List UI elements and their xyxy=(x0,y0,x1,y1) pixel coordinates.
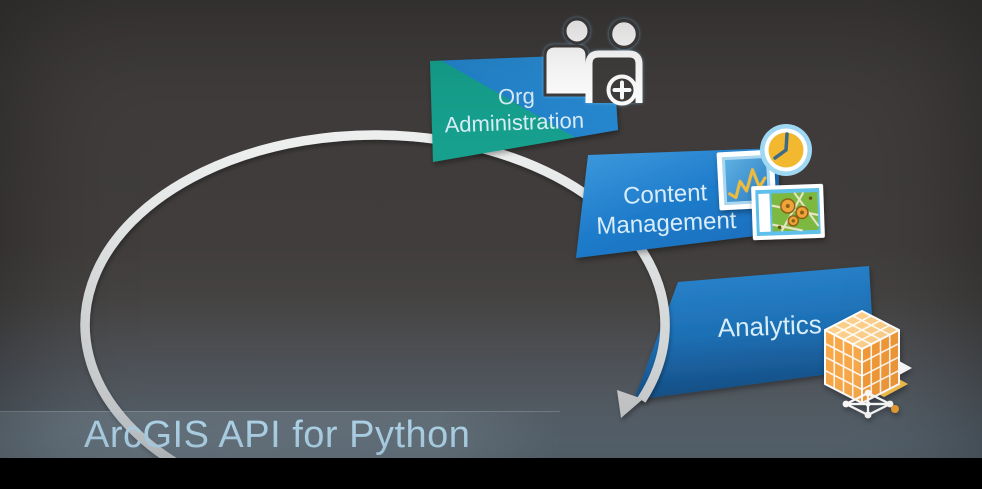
title-bar xyxy=(0,411,560,459)
content-label-line2: Management xyxy=(596,207,737,240)
back-user-body xyxy=(543,44,589,97)
cycle-ring xyxy=(80,130,670,479)
analysis-cube-icon xyxy=(824,309,912,419)
clock-icon xyxy=(760,124,812,176)
network-node-bottom xyxy=(864,411,872,419)
network-node-left xyxy=(842,400,850,408)
network-node-orange xyxy=(891,405,899,413)
map-cluster-1-dot xyxy=(785,204,790,209)
network-node-right xyxy=(886,400,894,408)
add-users-icon xyxy=(543,17,643,106)
front-user-head xyxy=(608,18,640,50)
analytics-banner-shape xyxy=(634,266,875,400)
network-node-center xyxy=(865,401,871,407)
map-cluster-3-dot xyxy=(791,219,796,223)
org-label-line1: Org xyxy=(498,83,536,109)
map-item-icon xyxy=(751,183,825,241)
clock-hands xyxy=(773,132,789,160)
network-node-top xyxy=(864,389,872,397)
content-label-line1: Content xyxy=(623,179,708,210)
analytics-banner: Analytics xyxy=(634,266,875,400)
slide-title: ArcGIS API for Python xyxy=(84,414,471,456)
analytics-label: Analytics xyxy=(717,309,822,343)
org-label-line2: Administration xyxy=(444,108,584,138)
footer-letterbox xyxy=(0,458,982,489)
map-poi-dot-2 xyxy=(777,225,782,230)
back-user-head xyxy=(563,17,591,45)
cycle-arrowhead-icon xyxy=(617,390,643,418)
plus-icon xyxy=(612,80,632,100)
cube-grid-lines xyxy=(824,315,900,399)
map-cluster-2-dot xyxy=(800,210,805,215)
cycle-arrow xyxy=(80,130,670,479)
map-poi-dot-1 xyxy=(808,196,813,200)
map-sidebar xyxy=(758,193,771,233)
